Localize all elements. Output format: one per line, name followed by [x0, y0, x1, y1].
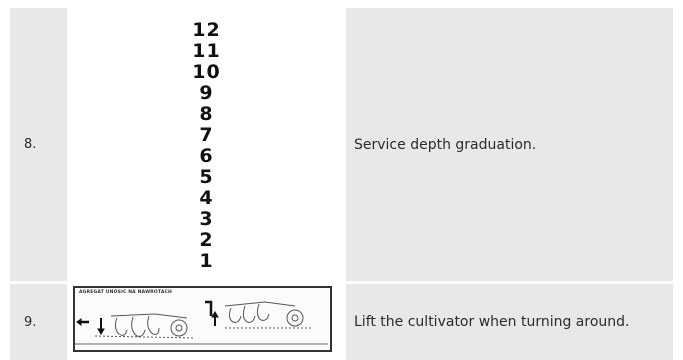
table-row: 8. 12 11 10 9 8 7 6 5 4 3 2 1 Service de…	[10, 8, 673, 281]
scale-number: 1	[199, 250, 214, 272]
lift-sign-image: AGREGAT UNOSIĆ NA NAWROTACH	[70, 284, 343, 360]
scale-number: 2	[199, 229, 214, 251]
row-number: 8.	[24, 137, 37, 152]
scale-number: 4	[199, 187, 214, 209]
warning-sign: AGREGAT UNOSIĆ NA NAWROTACH	[73, 286, 332, 352]
depth-graduation-image: 12 11 10 9 8 7 6 5 4 3 2 1	[70, 8, 343, 281]
row-number: 9.	[24, 314, 37, 330]
scale-number: 11	[192, 40, 221, 62]
depth-scale: 12 11 10 9 8 7 6 5 4 3 2 1	[70, 20, 343, 272]
scale-number: 9	[199, 82, 214, 104]
scale-number: 10	[192, 61, 221, 83]
row-description: Service depth graduation.	[354, 136, 537, 153]
scale-number: 8	[199, 103, 214, 125]
scale-number: 7	[199, 124, 214, 146]
sign-label: AGREGAT UNOSIĆ NA NAWROTACH	[79, 290, 172, 295]
scale-number: 3	[199, 208, 214, 230]
table-row: 9. AGREGAT UNOSIĆ NA NAWROTACH	[10, 284, 673, 360]
scale-number: 12	[192, 19, 221, 41]
scale-number: 5	[199, 166, 214, 188]
row-description: Lift the cultivator when turning around.	[354, 314, 630, 330]
cultivator-icon	[75, 300, 328, 345]
scale-number: 6	[199, 145, 214, 167]
instruction-table: 8. 12 11 10 9 8 7 6 5 4 3 2 1 Service de…	[10, 8, 673, 360]
